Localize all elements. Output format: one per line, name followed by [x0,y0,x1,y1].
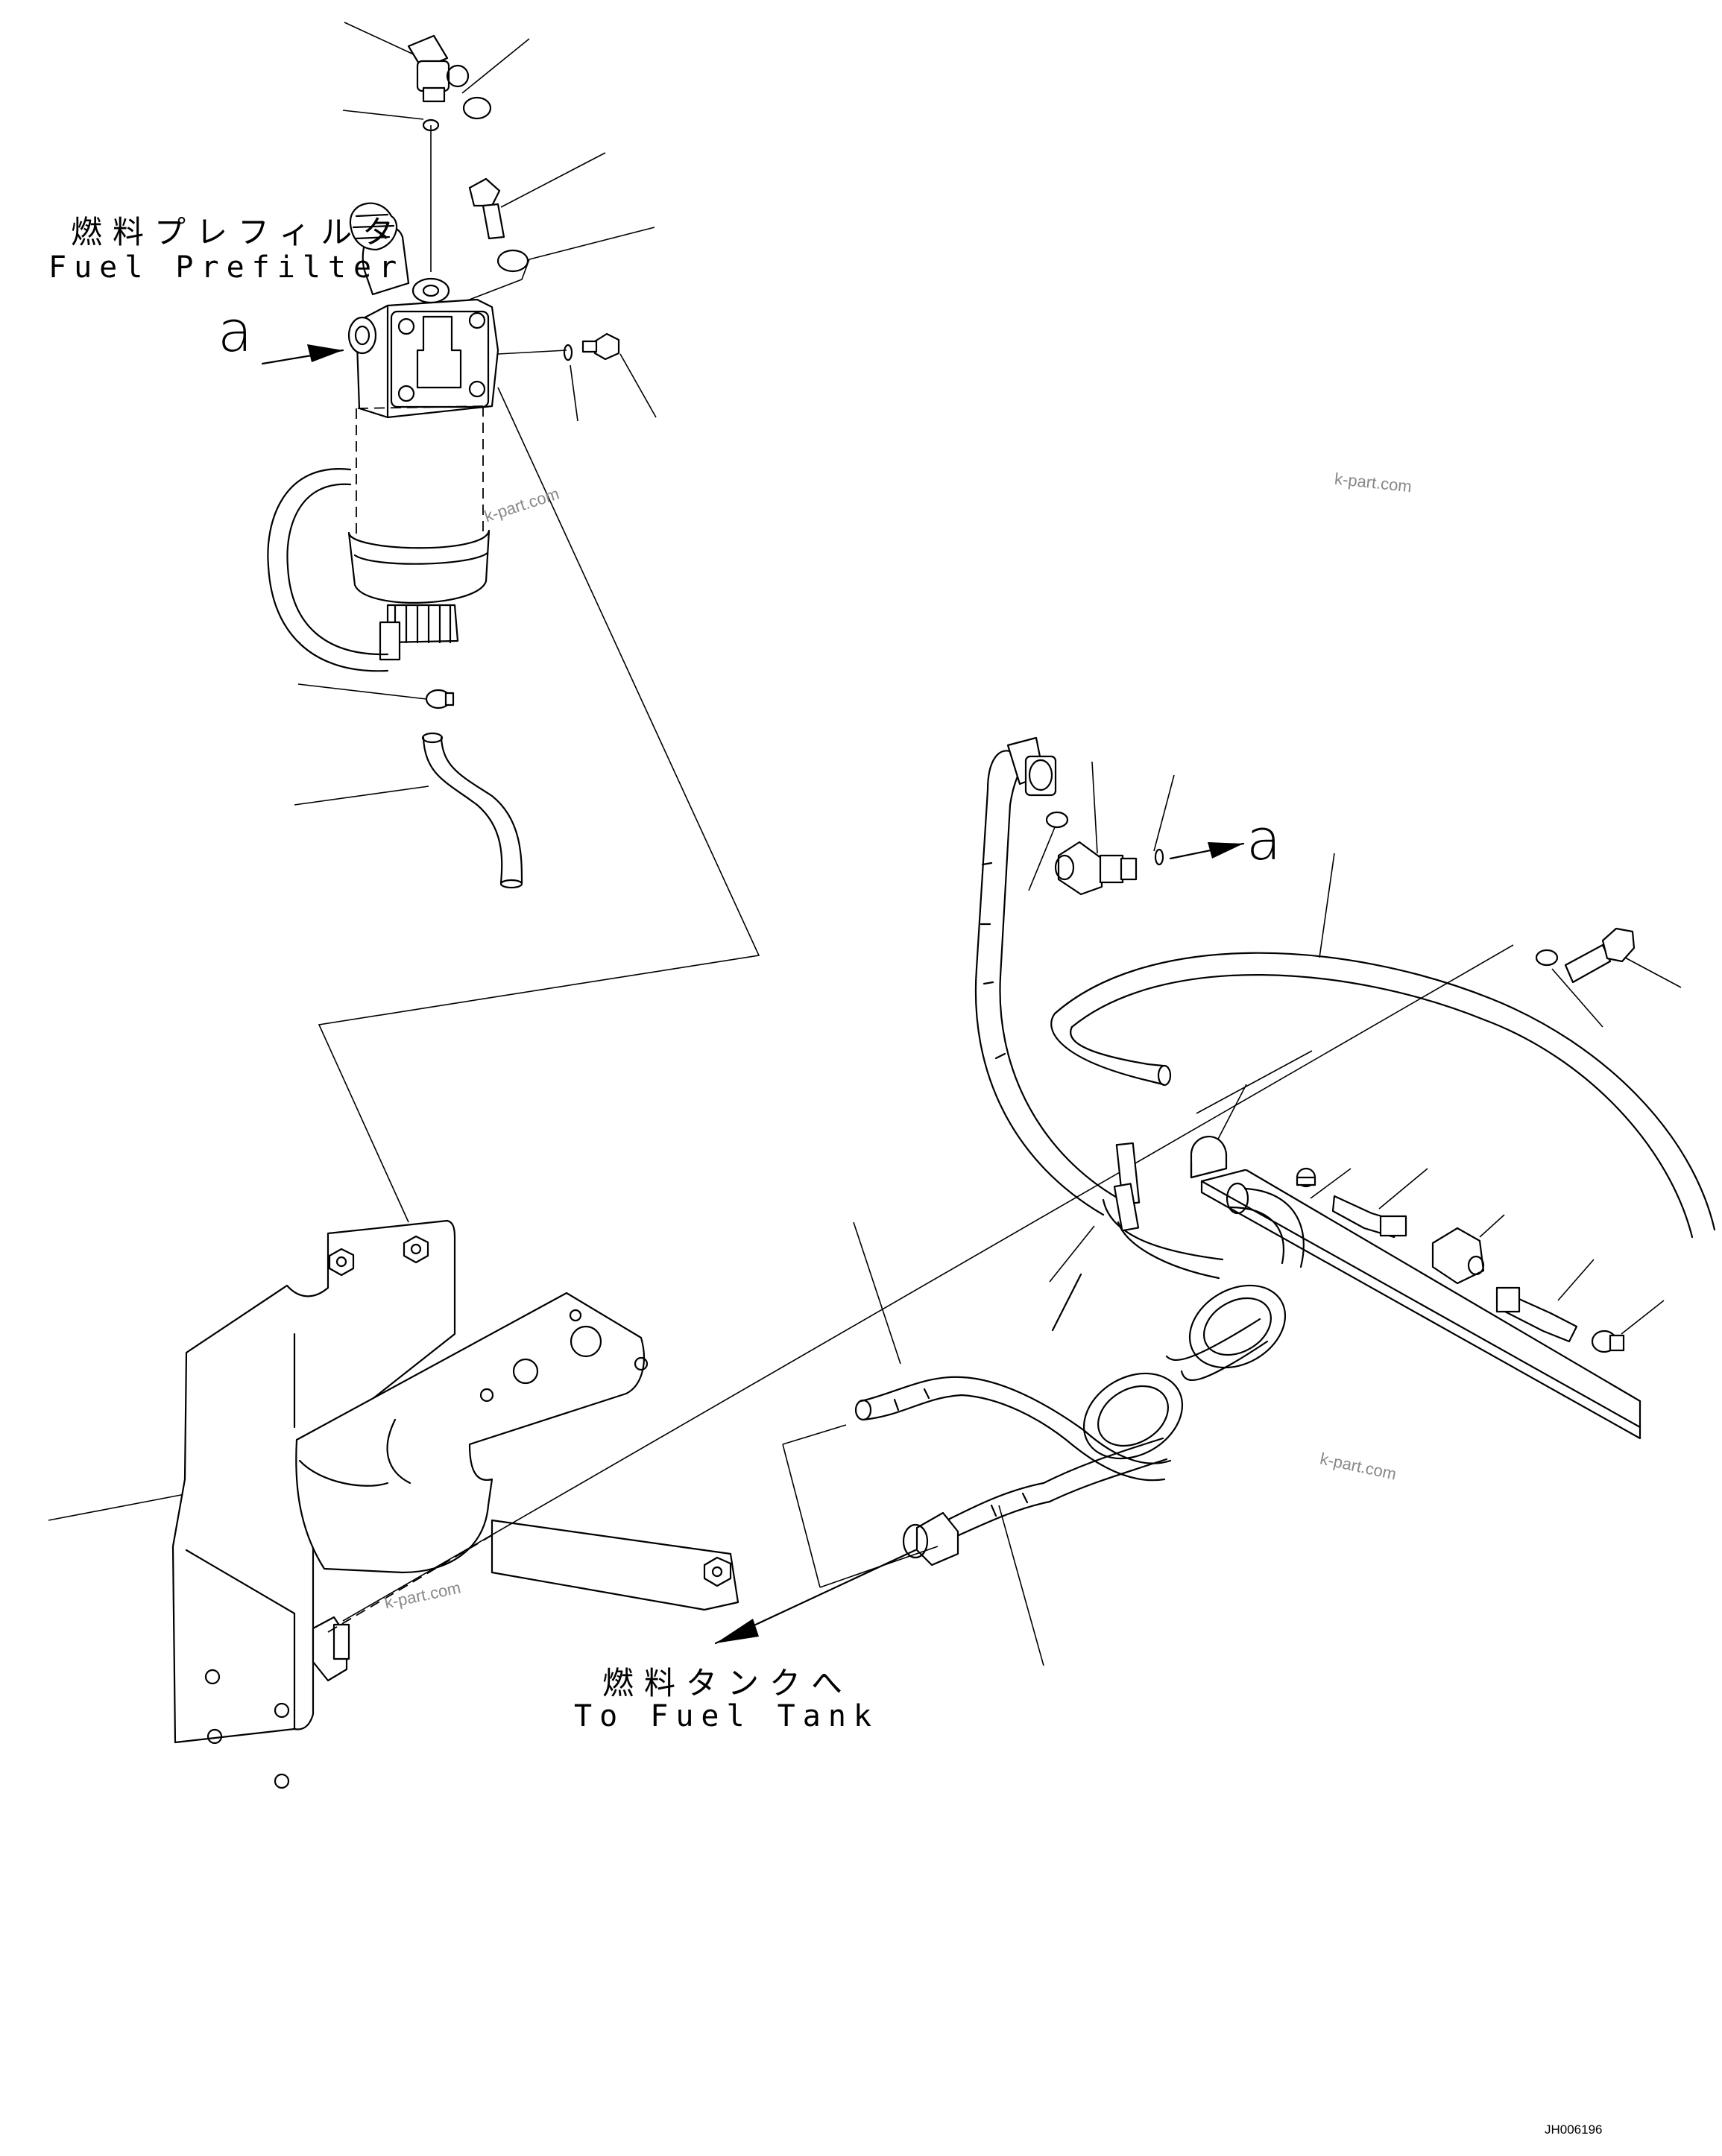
reference-a-left: a [218,298,253,364]
clamp-icon [1190,1136,1228,1179]
o-ring-icon [422,118,440,132]
tank-label-en: To Fuel Tank [574,1699,879,1733]
prefilter-assembly [261,22,657,889]
elbow-fitting-icon [1006,736,1057,797]
tank-label-jp: 燃料タンクへ [602,1665,854,1701]
hose-icon [1050,952,1716,1239]
bolt-icon [1051,1183,1140,1332]
bracket-icon [48,1219,739,1789]
bolt-icon [1564,927,1636,984]
drawing-number: JH006196 [1545,2122,1603,2137]
prefilter-label-jp: 燃料プレフィルタ [71,214,405,250]
hose-icon [1082,1142,1305,1460]
arrow-icon [714,1549,917,1645]
hose-icon [974,750,1120,1216]
fuel-hoses [714,736,1716,1666]
washer-icon [496,249,529,273]
valve-icon [1431,1227,1485,1285]
arrow-icon [261,344,344,365]
o-ring-icon [1045,811,1069,829]
elbow-fitting-icon [1054,841,1138,896]
hose-icon [902,1437,1168,1567]
reference-a-right: a [1246,806,1281,873]
clamp-icon [425,689,455,709]
bolt-icon [468,177,505,240]
clamp-icon [1591,1330,1625,1353]
hose-icon [1331,1195,1407,1239]
washer-icon [1535,949,1559,967]
prefilter-label-en: Fuel Prefilter [48,250,405,285]
hose-icon [421,732,523,889]
clamp-icon [1296,1167,1316,1188]
arrow-icon [1169,842,1245,860]
hose-icon [1495,1286,1578,1343]
bolt-icon [581,332,620,361]
o-ring-icon [462,96,492,120]
elbow-fitting-icon [407,34,470,103]
